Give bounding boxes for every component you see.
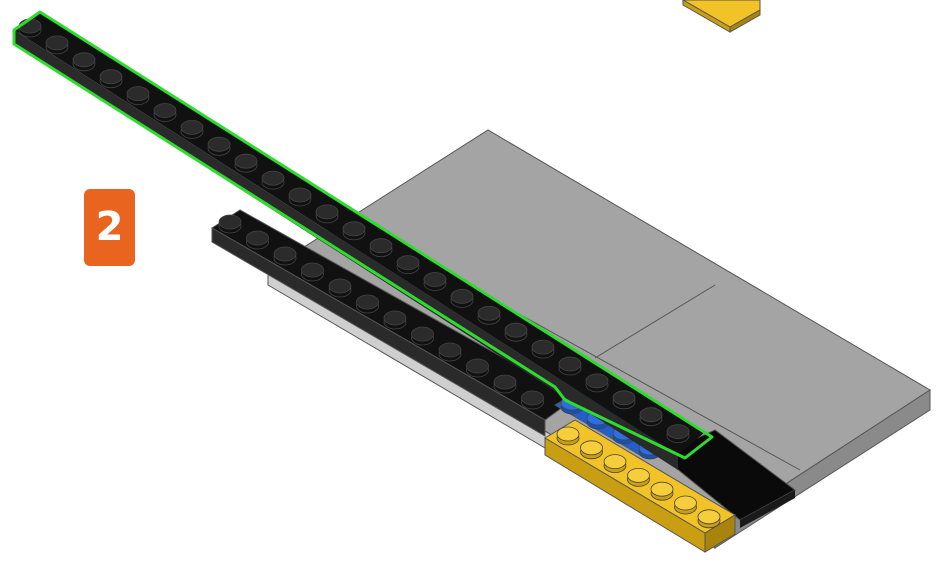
black-stud-top bbox=[247, 231, 269, 245]
black-stud-top bbox=[302, 263, 324, 277]
black-stud-top bbox=[370, 239, 392, 253]
black-stud-top bbox=[181, 120, 203, 134]
black-stud-top bbox=[127, 87, 149, 101]
black-stud-top bbox=[73, 53, 95, 67]
yellow-stud-top bbox=[675, 496, 697, 510]
black-stud-top bbox=[384, 311, 406, 325]
black-stud-top bbox=[397, 256, 419, 270]
yellow-stud-top bbox=[698, 510, 720, 524]
black-stud-top bbox=[262, 171, 284, 185]
black-stud-top bbox=[219, 215, 241, 229]
black-stud-top bbox=[154, 104, 176, 118]
black-stud-top bbox=[586, 374, 608, 388]
yellow-plate-corner bbox=[683, 0, 760, 32]
black-stud-top bbox=[613, 391, 635, 405]
black-stud-top bbox=[667, 425, 689, 439]
black-stud-top bbox=[343, 222, 365, 236]
black-stud-top bbox=[289, 188, 311, 202]
black-stud-top bbox=[274, 247, 296, 261]
black-stud-top bbox=[424, 273, 446, 287]
yellow-stud-top bbox=[581, 441, 603, 455]
yellow-stud-top bbox=[651, 482, 673, 496]
black-stud-top bbox=[329, 279, 351, 293]
black-stud-top bbox=[208, 137, 230, 151]
black-stud-top bbox=[505, 323, 527, 337]
black-stud-top bbox=[439, 343, 461, 357]
black-stud-top bbox=[235, 154, 257, 168]
black-stud-top bbox=[640, 408, 662, 422]
yellow-stud-top bbox=[604, 455, 626, 469]
black-stud-top bbox=[100, 70, 122, 84]
black-stud-top bbox=[559, 357, 581, 371]
black-stud-top bbox=[522, 391, 544, 405]
black-stud-top bbox=[494, 375, 516, 389]
black-stud-top bbox=[412, 327, 434, 341]
black-stud-top bbox=[46, 36, 68, 50]
black-stud-top bbox=[316, 205, 338, 219]
black-stud-top bbox=[467, 359, 489, 373]
black-stud-top bbox=[357, 295, 379, 309]
yellow-stud-top bbox=[628, 468, 650, 482]
step-number-badge: 2 bbox=[84, 189, 135, 266]
black-stud-top bbox=[451, 289, 473, 303]
black-stud-top bbox=[478, 306, 500, 320]
yellow-stud-top bbox=[557, 427, 579, 441]
black-stud-top bbox=[532, 340, 554, 354]
